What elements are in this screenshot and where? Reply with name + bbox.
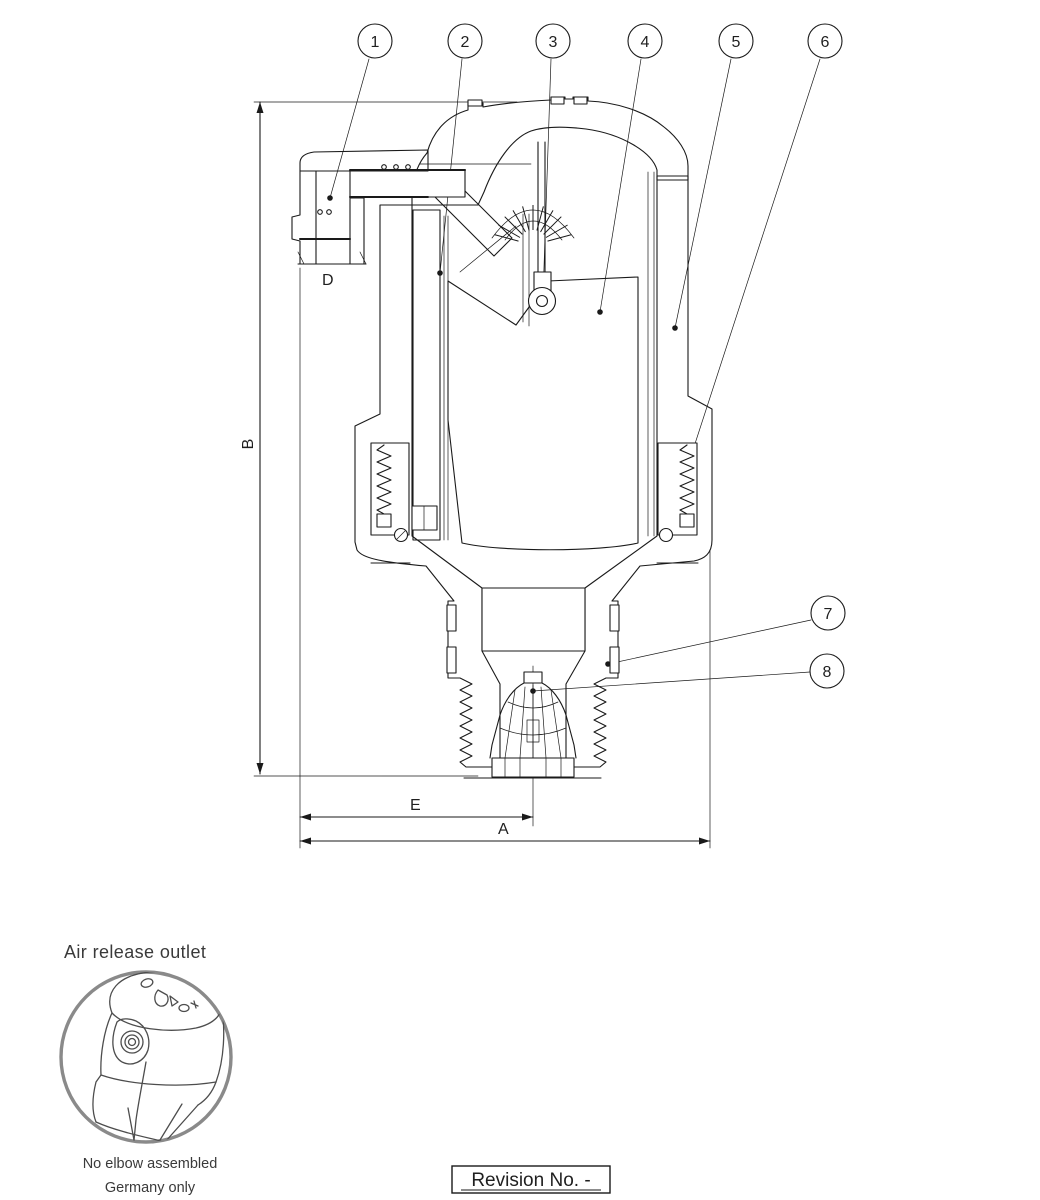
cartridge-wall-section (412, 209, 441, 541)
balloon-3: 3 (535, 23, 571, 59)
elbow-section (291, 149, 429, 265)
valve-pin (527, 141, 557, 316)
balloon-1: 1 (357, 23, 393, 59)
dim-label-e: E (410, 797, 421, 814)
right-spring (658, 444, 695, 543)
detail-art (92, 972, 225, 1142)
revision-box: Revision No. - (451, 1165, 611, 1194)
left-wall-section (354, 204, 501, 768)
balloon-6: 6 (807, 23, 843, 59)
detail-circle (59, 970, 233, 1144)
left-spring (376, 444, 409, 543)
svg-text:8: 8 (823, 664, 832, 681)
balloon-2: 2 (447, 23, 483, 59)
dim-label-a: A (498, 821, 509, 838)
torsion-spring (491, 205, 575, 242)
strainer (489, 671, 577, 778)
svg-text:4: 4 (641, 34, 650, 51)
detail-note-1: No elbow assembled (83, 1156, 218, 1172)
cap-section (411, 96, 689, 206)
dim-label-d: D (322, 272, 334, 289)
svg-text:7: 7 (824, 606, 833, 623)
balloon-5: 5 (718, 23, 754, 59)
balloon-7: 7 (810, 595, 846, 631)
right-wall-section (565, 175, 713, 768)
inlet-bore (481, 587, 586, 652)
detail-title: Air release outlet (64, 942, 206, 962)
svg-text:2: 2 (461, 34, 470, 51)
detail-note-2: Germany only (105, 1180, 196, 1196)
svg-text:5: 5 (732, 34, 741, 51)
svg-text:3: 3 (549, 34, 558, 51)
balloon-8: 8 (809, 653, 845, 689)
svg-text:6: 6 (821, 34, 830, 51)
revision-label: Revision No. - (471, 1170, 590, 1191)
air-release-outlet-detail: Air release outlet No elbow assembled Ge… (59, 942, 233, 1196)
balloon-4: 4 (627, 23, 663, 59)
dim-label-b: B (240, 439, 257, 450)
svg-text:1: 1 (371, 34, 380, 51)
float-section (447, 276, 639, 551)
dimension-lines: B E A D (240, 101, 711, 849)
item-balloons: 1 2 3 4 5 6 7 8 (357, 23, 846, 689)
valve-cross-section (291, 96, 713, 779)
